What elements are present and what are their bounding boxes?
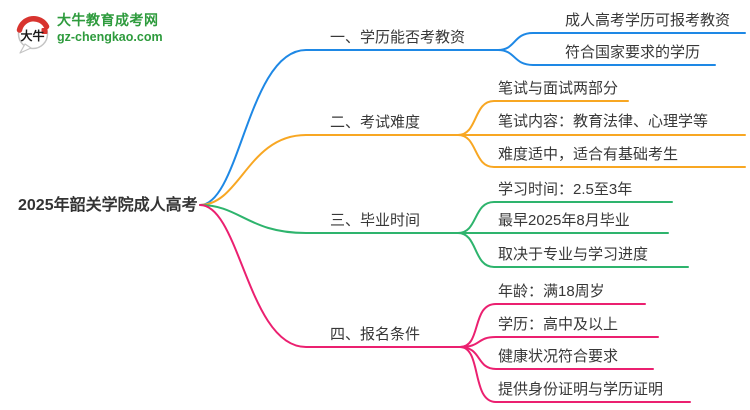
branch-4-leaf-3[interactable]: 健康状况符合要求 [498, 348, 619, 365]
logo-mark-icon: 大牛 [16, 15, 50, 54]
site-logo[interactable]: 大牛 大牛教育成考网 gz-chengkao.com [14, 11, 163, 55]
branch-2-label[interactable]: 二、考试难度 [330, 114, 421, 131]
branch-4-leaf-4[interactable]: 提供身份证明与学历证明 [498, 381, 664, 398]
logo-site-url: gz-chengkao.com [57, 30, 163, 44]
branch-3-leaf-1[interactable]: 学习时间：2.5至3年 [498, 181, 633, 198]
branch-1-label[interactable]: 一、学历能否考教资 [330, 29, 466, 46]
branch-1-trunk-line [199, 49, 499, 206]
branch-3-trunk-line [199, 204, 459, 234]
branch-1-leaf-2[interactable]: 符合国家要求的学历 [565, 44, 701, 61]
branch-4-leaf-3-line [459, 346, 654, 370]
branch-2-trunk-line [199, 134, 459, 206]
branch-2-leaf-1-line [457, 100, 629, 136]
branch-4-leaf-4-line [459, 346, 691, 403]
branch-3-leaf-2[interactable]: 最早2025年8月毕业 [498, 212, 630, 229]
branch-1-leaf-2-line [497, 49, 716, 66]
branch-4-leaf-1[interactable]: 年龄：满18周岁 [498, 283, 605, 300]
branch-4-leaf-1-line [459, 303, 646, 348]
logo-text-block: 大牛教育成考网 gz-chengkao.com [57, 11, 163, 44]
branch-2-leaf-1[interactable]: 笔试与面试两部分 [498, 80, 619, 97]
branch-4-label[interactable]: 四、报名条件 [330, 326, 421, 343]
branch-4-leaf-2-line [459, 336, 659, 348]
branch-1-leaf-1-line [497, 32, 746, 51]
branch-1-leaf-1[interactable]: 成人高考学历可报考教资 [565, 12, 731, 29]
branch-4-leaf-2[interactable]: 学历：高中及以上 [498, 316, 619, 333]
logo-mark-text: 大牛 [21, 28, 45, 43]
logo-site-name: 大牛教育成考网 [57, 12, 159, 28]
branch-3-label[interactable]: 三、毕业时间 [330, 212, 421, 229]
branch-3-leaf-3[interactable]: 取决于专业与学习进度 [498, 246, 649, 263]
branch-2-leaf-2[interactable]: 笔试内容：教育法律、心理学等 [498, 113, 709, 130]
branch-3-leaf-1-line [457, 201, 673, 234]
branch-4-trunk-line [199, 204, 461, 348]
branch-3-leaf-3-line [457, 232, 689, 268]
branch-2-leaf-3-line [457, 134, 746, 168]
root-node[interactable]: 2025年韶关学院成人高考 [18, 197, 198, 214]
branch-2-leaf-3[interactable]: 难度适中，适合有基础考生 [498, 146, 679, 163]
